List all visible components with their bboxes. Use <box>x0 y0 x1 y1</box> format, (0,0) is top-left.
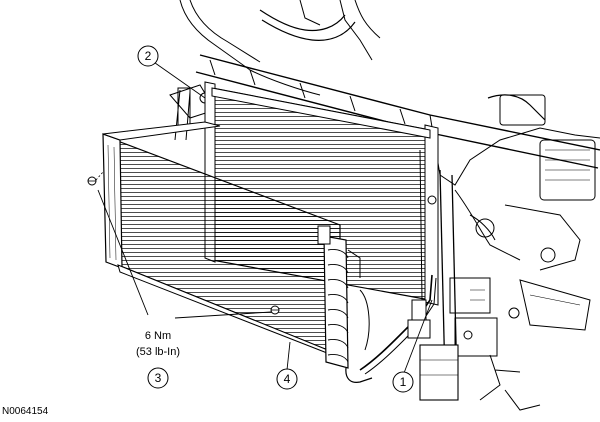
torque-metric: 6 Nm <box>145 330 171 342</box>
svg-text:1: 1 <box>400 375 407 389</box>
callout-1: 1 <box>392 371 414 393</box>
figure-id: N0064154 <box>2 406 49 417</box>
callout-3: 3 <box>147 367 169 389</box>
leader-torque-center <box>174 311 272 319</box>
svg-text:3: 3 <box>155 371 162 385</box>
svg-text:2: 2 <box>145 49 152 63</box>
bolt-left <box>87 171 104 186</box>
condenser-front <box>102 121 346 361</box>
callout-4: 4 <box>276 368 298 390</box>
leader-2 <box>147 57 206 99</box>
leader-4 <box>286 341 291 371</box>
torque-spec: 6 Nm (53 lb-In) <box>136 330 180 358</box>
callout-2: 2 <box>137 45 159 67</box>
bolt-center <box>270 305 280 315</box>
leader-1 <box>403 299 433 374</box>
svg-text:4: 4 <box>284 372 291 386</box>
leader-torque-left <box>97 189 149 316</box>
torque-imperial: (53 lb-In) <box>136 346 180 358</box>
leader-lines <box>97 57 433 374</box>
cooler-line <box>359 274 459 401</box>
transmission-cooler <box>317 225 373 383</box>
